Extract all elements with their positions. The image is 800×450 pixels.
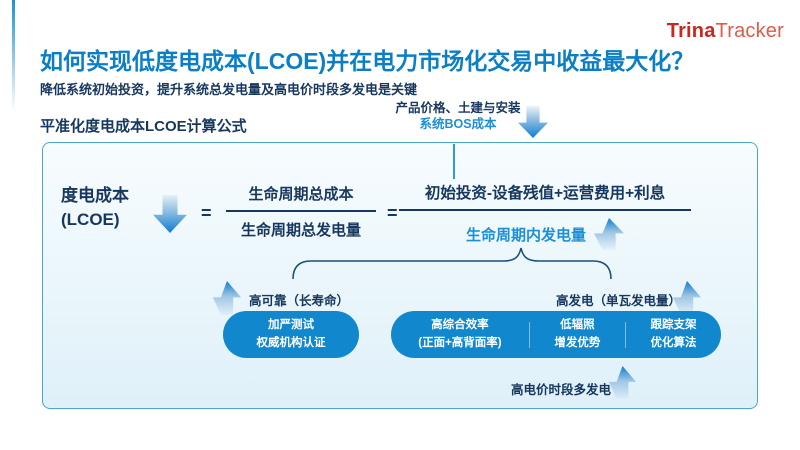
reliability-pill-line1: 加严测试 (268, 319, 314, 332)
pill-low-irradiance-line2: 增发优势 (554, 336, 601, 349)
pill-low-irradiance-line1: 低辐照 (560, 319, 595, 332)
generation-label-increase-arrow-icon (673, 281, 701, 315)
logo-tracker-text: Tracker (715, 20, 784, 42)
brace-connector (292, 247, 612, 280)
fraction2-numerator: 初始投资-设备残值+运营费用+利息 (424, 185, 666, 202)
generation-label: 高发电（单瓦发电量） (556, 294, 682, 308)
equals-sign-2: = (387, 203, 398, 223)
generation-pill: 高综合效率 (正面+高背面率) 低辐照 增发优势 跟踪支架 优化算法 (391, 311, 721, 358)
reliability-pill: 加严测试 权威机构认证 (223, 311, 359, 358)
left-accent-line (12, 0, 15, 112)
pill-cell-low-irradiance: 低辐照 增发优势 (530, 317, 625, 352)
generation-increase-arrow-icon (594, 218, 624, 250)
pill-tracker-line1: 跟踪支架 (650, 319, 697, 332)
equals-sign-1: = (201, 203, 212, 223)
lifetime-cost-fraction: 生命周期总成本 生命周期总发电量 (226, 183, 376, 240)
pill-cell-tracker: 跟踪支架 优化算法 (626, 317, 721, 352)
pill-tracker-line2: 优化算法 (650, 336, 697, 349)
high-price-increase-arrow-icon (609, 366, 636, 399)
fraction1-denominator: 生命周期总发电量 (240, 222, 361, 239)
logo-trina-text: Trina (666, 20, 716, 42)
page-subtitle: 降低系统初始投资，提升系统总发电量及高电价时段多发电是关键 (40, 82, 418, 97)
reliability-label: 高可靠（长寿命） (249, 294, 350, 308)
fraction2-denominator: 生命周期内发电量 (465, 226, 586, 244)
lcoe-label-line2: (LCOE) (61, 209, 120, 229)
fraction1-bar (226, 210, 376, 212)
reliability-increase-arrow-icon (213, 281, 241, 315)
investment-fraction: 初始投资-设备残值+运营费用+利息 生命周期内发电量 (399, 181, 691, 250)
pill-efficiency-line1: 高综合效率 (431, 319, 489, 332)
bos-note-line2: 系统BOS成本 (419, 116, 497, 131)
pill-divider-1 (528, 321, 530, 348)
bos-connector-line (453, 144, 455, 179)
reliability-pill-line2: 权威机构认证 (256, 336, 326, 349)
high-price-period-label: 高电价时段多发电 (511, 383, 612, 397)
bos-cost-note: 产品价格、土建与安装 系统BOS成本 (372, 101, 544, 132)
lcoe-decrease-arrow-icon (153, 195, 187, 233)
lcoe-formula-box: 度电成本 (LCOE) = 生命周期总成本 生命周期总发电量 = 初始投资-设备… (42, 142, 758, 409)
pill-cell-efficiency: 高综合效率 (正面+高背面率) (391, 317, 529, 352)
pill-efficiency-line2: (正面+高背面率) (418, 336, 502, 349)
lcoe-label-line1: 度电成本 (61, 186, 129, 205)
lcoe-label: 度电成本 (LCOE) (61, 184, 157, 232)
fraction1-numerator: 生命周期总成本 (248, 186, 354, 203)
trinatracker-logo: TrinaTracker (667, 20, 784, 43)
formula-section-label: 平准化度电成本LCOE计算公式 (40, 118, 247, 135)
bos-note-line1: 产品价格、土建与安装 (395, 101, 521, 115)
fraction2-bar (399, 209, 691, 211)
pill-divider-2 (624, 321, 626, 348)
page-title: 如何实现低度电成本(LCOE)并在电力市场化交易中收益最大化？ (40, 48, 695, 74)
